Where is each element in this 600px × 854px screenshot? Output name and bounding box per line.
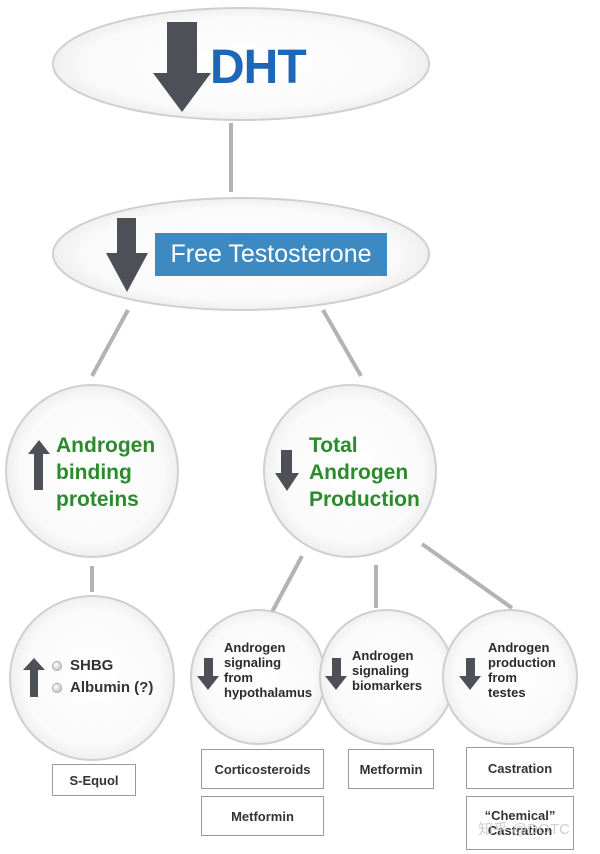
arrow-down-icon (106, 218, 148, 292)
box-label: Metformin (359, 761, 423, 777)
testes-text: Androgen production from testes (488, 640, 556, 700)
testes-circle (442, 609, 578, 745)
castration-box: Castration (466, 747, 574, 789)
node-line: from (224, 670, 253, 685)
metformin-box-2: Metformin (348, 749, 434, 789)
arrow-down-icon (325, 658, 347, 690)
free-testosterone-label: Free Testosterone (155, 233, 387, 276)
list-item-label: Albumin (?) (70, 679, 154, 696)
title-line: Total (309, 434, 358, 457)
node-line: Androgen (488, 640, 550, 655)
box-label: Castration (487, 760, 553, 776)
biomarkers-text: Androgen signaling biomarkers (352, 648, 422, 693)
list-item-label: SHBG (70, 657, 114, 674)
connector-ft-binding (90, 309, 130, 377)
arrow-down-icon (275, 450, 299, 491)
title-line: binding (56, 461, 132, 484)
bullet-dot-icon (52, 683, 62, 693)
arrow-up-icon (28, 440, 50, 490)
binding-proteins-circle (5, 384, 179, 558)
list-item: Albumin (?) (52, 677, 153, 699)
node-line: biomarkers (352, 678, 423, 693)
hypothalamus-text: Androgen signaling from hypothalamus (224, 640, 312, 700)
node-line: testes (488, 685, 526, 700)
node-line: Androgen (352, 648, 414, 663)
total-production-circle (263, 384, 437, 558)
title-line: Androgen (56, 434, 156, 457)
list-item: SHBG (52, 655, 153, 677)
s-equol-box: S-Equol (52, 764, 136, 796)
arrow-down-icon (459, 658, 481, 690)
title-line: Production (309, 488, 420, 511)
title-line: Androgen (309, 461, 409, 484)
node-line: signaling (352, 663, 410, 678)
free-testosterone-text: Free Testosterone (170, 240, 372, 268)
shbg-circle (9, 595, 175, 761)
arrow-down-icon (153, 22, 211, 112)
box-label: S-Equol (69, 772, 119, 788)
binding-protein-list: SHBG Albumin (?) (52, 655, 153, 699)
connector-production-hypothalamus (270, 555, 304, 613)
bullet-dot-icon (52, 661, 62, 671)
connector-production-testes (420, 542, 514, 610)
corticosteroids-box: Corticosteroids (201, 749, 324, 789)
box-label: Metformin (231, 808, 294, 824)
dht-label: DHT (210, 41, 307, 94)
chemical-castration-box: “Chemical” Castration (466, 796, 574, 850)
arrow-up-icon (23, 658, 45, 697)
dht-ellipse (52, 7, 430, 121)
metformin-box-1: Metformin (201, 796, 324, 836)
binding-proteins-title: Androgen binding proteins (56, 432, 155, 513)
box-label: Corticosteroids (214, 761, 311, 777)
box-label: “Chemical” Castration (484, 808, 556, 838)
node-line: production (488, 655, 556, 670)
node-line: Androgen (224, 640, 286, 655)
connector-ft-production (321, 309, 363, 377)
node-line: from (488, 670, 517, 685)
node-line: signaling (224, 655, 282, 670)
arrow-down-icon (197, 658, 219, 690)
node-line: hypothalamus (224, 685, 313, 700)
title-line: proteins (56, 488, 139, 511)
total-production-title: Total Androgen Production (309, 432, 420, 513)
watermark: 知乎 @DOTC (478, 821, 570, 838)
